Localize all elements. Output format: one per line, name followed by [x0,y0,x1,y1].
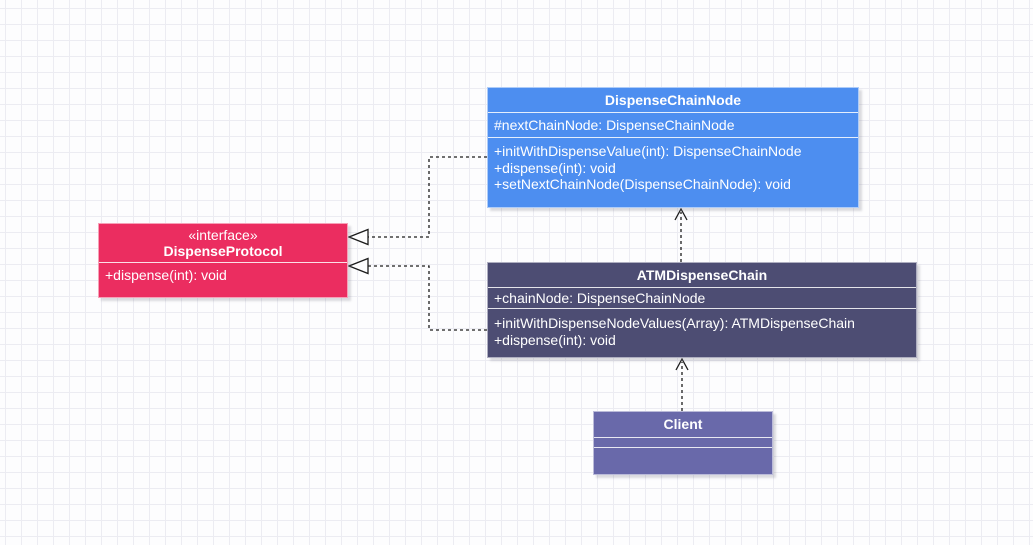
class-method: +dispense(int): void [494,331,616,348]
class-box-client[interactable]: Client [593,411,773,475]
class-stereotype: «interface» [188,226,258,243]
class-method: +dispense(int): void [105,267,227,283]
class-method: +initWithDispenseNodeValues(Array): ATMD… [494,315,855,331]
class-method: +setNextChainNode(DispenseChainNode): vo… [494,176,791,192]
hollow-triangle-arrowhead [347,257,369,275]
edge-dependency-atmdispensechain-dispensechainnode[interactable] [674,207,688,262]
edge-dependency-client-atmdispensechain[interactable] [675,357,689,411]
class-title: DispenseProtocol [163,242,283,259]
open-arrowhead [675,357,689,371]
class-method: +initWithDispenseValue(int): DispenseCha… [494,143,802,159]
class-title: Client [594,412,772,438]
class-attributes-section: +chainNode: DispenseChainNode [488,288,916,309]
class-methods-section: +initWithDispenseNodeValues(Array): ATMD… [488,309,916,357]
class-header: «interface» DispenseProtocol [99,224,347,263]
edge-realization-dispensechainnode-dispenseprotocol[interactable] [347,156,487,246]
edge-realization-atmdispensechain-dispenseprotocol[interactable] [347,257,487,331]
hollow-triangle-arrowhead [347,228,369,246]
class-box-dispenseprotocol[interactable]: «interface» DispenseProtocol +dispense(i… [98,223,348,298]
class-attributes-section [594,438,772,448]
open-arrowhead [674,207,688,221]
class-method: +dispense(int): void [494,159,616,176]
class-box-atmdispensechain[interactable]: ATMDispenseChain +chainNode: DispenseCha… [487,262,917,358]
class-title: DispenseChainNode [488,88,858,113]
class-attribute: +chainNode: DispenseChainNode [494,290,706,306]
class-methods-section: +dispense(int): void [99,263,347,297]
class-methods-section [594,448,772,474]
class-title: ATMDispenseChain [488,263,916,288]
class-box-dispensechainnode[interactable]: DispenseChainNode #nextChainNode: Dispen… [487,87,859,208]
class-attribute: #nextChainNode: DispenseChainNode [494,117,735,133]
class-attributes-section: #nextChainNode: DispenseChainNode [488,113,858,138]
class-methods-section: +initWithDispenseValue(int): DispenseCha… [488,138,858,207]
